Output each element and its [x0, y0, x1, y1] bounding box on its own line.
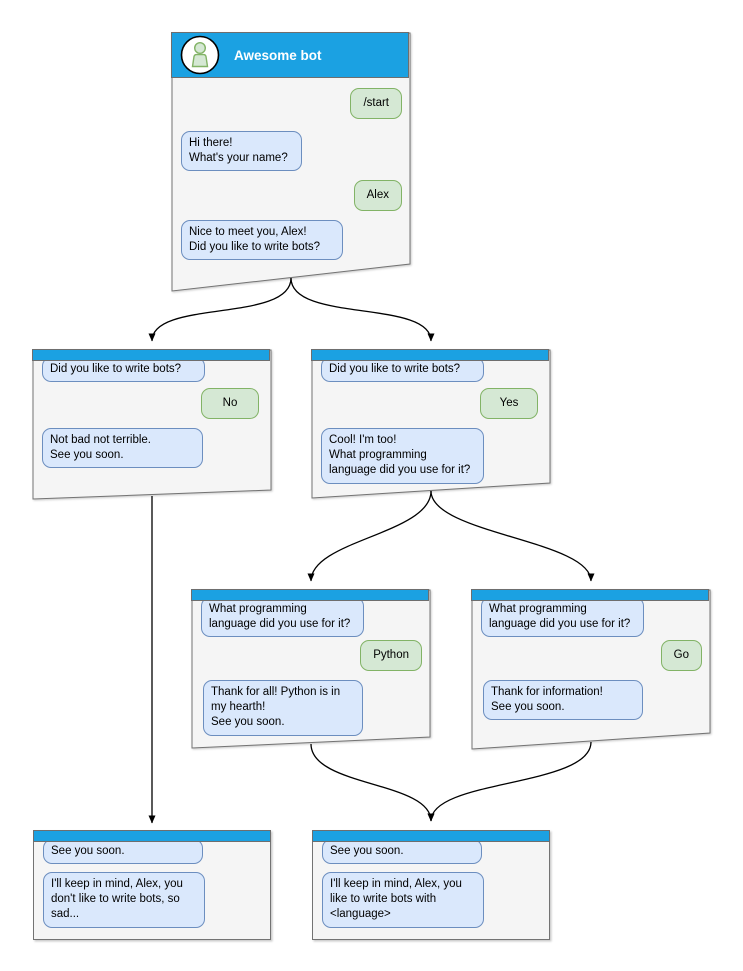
- bot-title: Awesome bot: [234, 47, 322, 63]
- user-message-bubble: Alex: [353, 180, 402, 212]
- bot-message-bubble: Thank for information! See you soon.: [483, 680, 643, 721]
- user-message-bubble: No: [201, 388, 259, 420]
- chat-node-end-no: See you soon. I'll keep in mind, Alex, y…: [33, 830, 271, 940]
- edge-yes-to-python: [307, 490, 432, 582]
- bot-message-bubble: What programming language did you use fo…: [201, 597, 364, 638]
- bot-message-bubble: What programming language did you use fo…: [481, 597, 644, 638]
- bot-message-bubble: Did you like to write bots?: [321, 357, 484, 383]
- bot-message-bubble: See you soon.: [43, 839, 203, 865]
- user-message-bubble: Python: [360, 640, 422, 672]
- bot-message-bubble: Did you like to write bots?: [42, 357, 205, 383]
- chat-header: [191, 589, 429, 601]
- edge-yes-to-go: [430, 490, 595, 582]
- bot-message-bubble: I'll keep in mind, Alex, you like to wri…: [322, 872, 484, 928]
- bot-message-bubble: Thank for all! Python is in my hearth! S…: [203, 680, 363, 736]
- bot-message-bubble: Not bad not terrible. See you soon.: [42, 428, 203, 469]
- chat-node-yes-branch: Did you like to write bots? Yes Cool! I'…: [311, 349, 551, 499]
- edge-python-to-end-yes: [310, 743, 435, 822]
- bot-message-bubble: See you soon.: [322, 839, 482, 865]
- user-message-bubble: Yes: [480, 388, 538, 420]
- user-message-bubble: /start: [350, 88, 402, 120]
- chat-header: [33, 830, 271, 842]
- bot-message-bubble: Nice to meet you, Alex! Did you like to …: [181, 220, 343, 261]
- chat-header: [32, 349, 270, 361]
- bot-message-bubble: Hi there! What's your name?: [181, 131, 302, 172]
- chat-node-no-branch: Did you like to write bots? No Not bad n…: [32, 349, 272, 500]
- person-icon: [180, 35, 220, 75]
- chat-node-python-branch: What programming language did you use fo…: [191, 589, 431, 749]
- chat-node-main: Awesome bot /start Hi there! What's your…: [171, 32, 411, 292]
- chat-node-end-yes: See you soon. I'll keep in mind, Alex, y…: [312, 830, 550, 940]
- edge-go-to-end-yes: [427, 741, 592, 822]
- user-message-bubble: Go: [660, 640, 702, 672]
- chat-header: Awesome bot: [171, 32, 409, 78]
- bot-message-bubble: I'll keep in mind, Alex, you don't like …: [43, 872, 205, 928]
- chat-header: [311, 349, 549, 361]
- chat-node-go-branch: What programming language did you use fo…: [471, 589, 711, 750]
- bot-message-bubble: Cool! I'm too! What programming language…: [321, 428, 484, 484]
- chat-header: [471, 589, 709, 601]
- chat-header: [312, 830, 550, 842]
